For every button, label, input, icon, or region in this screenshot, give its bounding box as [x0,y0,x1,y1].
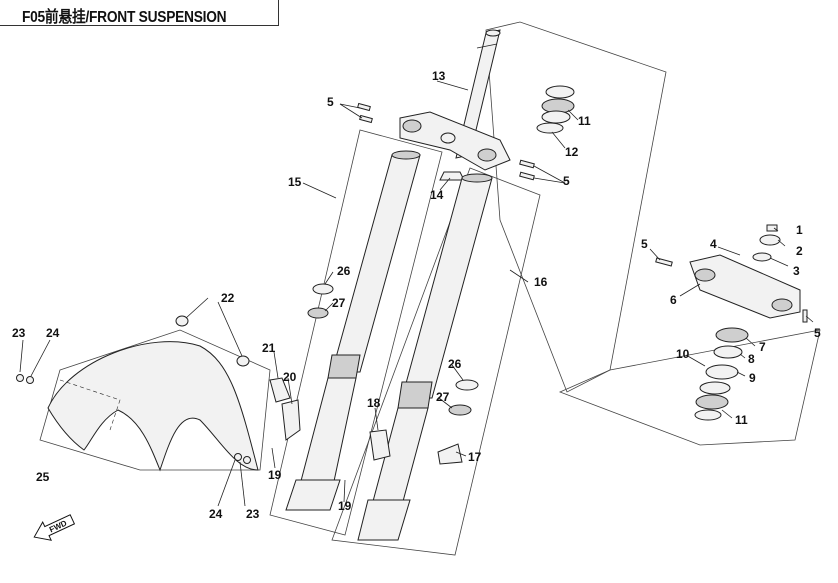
lower-triple-clamp [689,254,801,319]
right-fork-tube [357,173,493,541]
upper-triple-clamp [399,111,511,171]
callout-23: 23 [246,507,260,521]
callout-17: 17 [468,450,482,464]
callout-27: 27 [436,390,450,404]
right-detail-frame [558,329,821,446]
lower-clamp-bolt-left [655,257,673,267]
brake-hose-bracket-left [269,377,301,441]
fwd-label: FWD [48,518,69,534]
callout-26: 26 [337,264,351,278]
lower-clamp-bolt-right [802,309,808,323]
callout-18: 18 [367,396,381,410]
callout-8: 8 [748,352,755,366]
callout-labels: 13 5 11 12 14 5 15 16 26 27 26 27 22 23 … [12,69,821,521]
left-fork-tube [285,150,421,511]
callout-26: 26 [448,357,462,371]
left-fork-frame [269,129,443,536]
callout-10: 10 [676,347,690,361]
callout-4: 4 [710,237,717,251]
callout-20: 20 [283,370,297,384]
callout-3: 3 [793,264,800,278]
callout-9: 9 [749,371,756,385]
callout-5: 5 [814,326,821,340]
clamp-bolt-upper-right [519,159,535,181]
stem-top-parts [752,224,781,262]
fender-bolts [16,374,251,464]
callout-19: 19 [268,468,282,482]
callout-11: 11 [735,413,748,427]
callout-5: 5 [327,95,334,109]
leader-lines [19,80,814,507]
callout-22: 22 [221,291,235,305]
callout-19: 19 [338,499,352,513]
fender-frame [39,329,271,471]
stem-nut [439,171,465,181]
fender-clips [175,315,250,367]
callout-14: 14 [430,188,444,202]
callout-21: 21 [262,341,276,355]
steering-stem-frame [485,21,667,393]
callout-13: 13 [432,69,446,83]
title-box: F05前悬挂/FRONT SUSPENSION [0,0,279,26]
callout-6: 6 [670,293,677,307]
callout-24: 24 [46,326,60,340]
callout-25: 25 [36,470,50,484]
left-fork-seals [307,283,334,319]
callout-11: 11 [578,114,591,128]
callout-7: 7 [759,340,766,354]
callout-2: 2 [796,244,803,258]
clamp-bolt-upper-left [357,102,373,124]
callout-12: 12 [565,145,579,159]
callout-5: 5 [563,174,570,188]
brake-hose-bracket-right [369,429,463,465]
callout-5: 5 [641,237,648,251]
lower-bearing-set [694,327,749,421]
right-fork-seals [448,379,479,416]
callout-24: 24 [209,507,223,521]
callout-27: 27 [332,296,346,310]
callout-16: 16 [534,275,548,289]
callout-1: 1 [796,223,803,237]
front-fender [47,341,259,472]
right-fork-frame [331,167,541,556]
upper-bearing [536,85,575,134]
callout-15: 15 [288,175,302,189]
forward-direction-arrow: FWD [33,514,76,541]
diagram-title: F05前悬挂/FRONT SUSPENSION [22,9,227,26]
callout-23: 23 [12,326,26,340]
